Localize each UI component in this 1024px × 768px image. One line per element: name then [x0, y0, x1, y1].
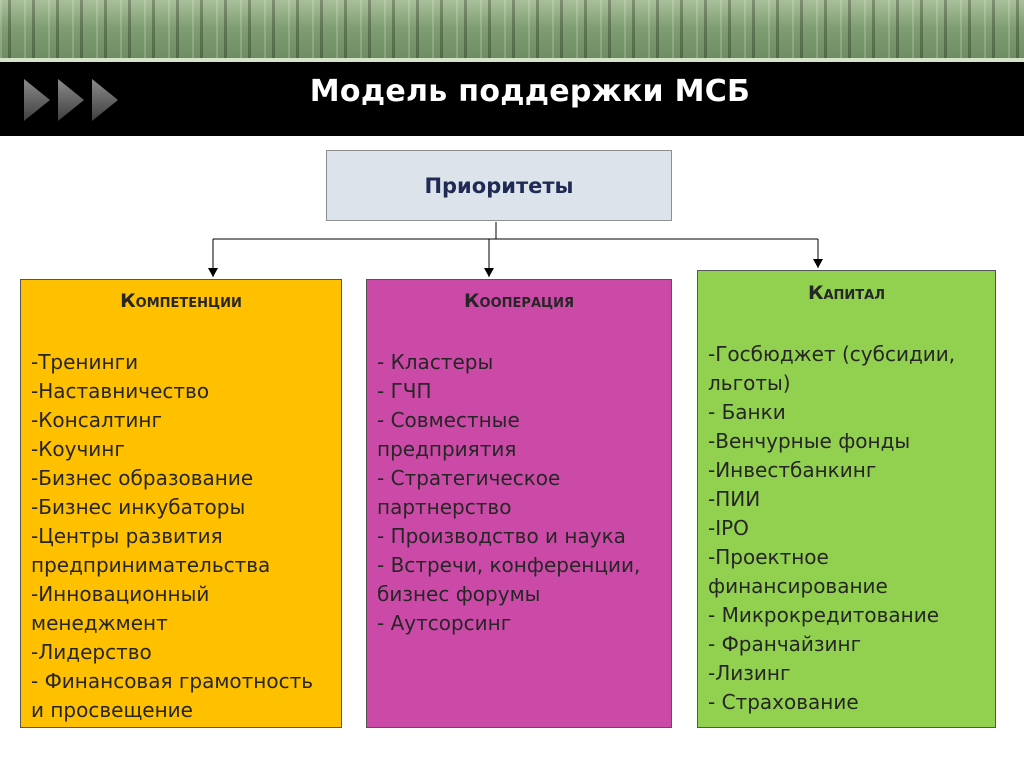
list-item: - Аутсорсинг — [377, 611, 512, 635]
arrow-head-competencies — [208, 268, 218, 277]
list-item: - Производство и наука — [377, 524, 626, 548]
column-competencies: Компетенции -Тренинги -Наставничество -Кон… — [20, 279, 342, 728]
arrow-head-capital — [813, 259, 823, 268]
root-node: Приоритеты — [326, 150, 672, 221]
header-bar — [0, 62, 1024, 136]
list-item: -Тренинги — [31, 350, 139, 374]
list-item: - ГЧП — [377, 379, 432, 403]
list-item: -ПИИ — [708, 487, 761, 511]
list-item: -Консалтинг — [31, 408, 162, 432]
list-item: - Совместные предприятия — [377, 408, 520, 461]
column-cooperation: Кооперация - Кластеры - ГЧП - Совместные п… — [366, 279, 672, 728]
list-item: -Наставничество — [31, 379, 210, 403]
column-list-capital: -Госбюджет (субсидии, льготы) - Банки -Вен… — [708, 340, 985, 717]
root-node-label: Приоритеты — [424, 173, 574, 198]
column-capital: Капитал -Госбюджет (субсидии, льготы) - Б… — [697, 270, 996, 728]
list-item: -Инвестбанкинг — [708, 458, 877, 482]
column-list-competencies: -Тренинги -Наставничество -Консалтинг -Коуч… — [31, 348, 331, 725]
decorative-top-strip-line — [0, 58, 1024, 62]
list-item: -IPO — [708, 516, 749, 540]
list-item: -Госбюджет (субсидии, льготы) — [708, 342, 956, 395]
list-item: - Встречи, конференции, бизнес форумы — [377, 553, 641, 606]
list-item: -Венчурные фонды — [708, 429, 911, 453]
list-item: -Бизнес инкубаторы — [31, 495, 246, 519]
list-item: -Лидерство — [31, 640, 152, 664]
list-item: - Страхование — [708, 690, 859, 714]
list-item: - Стратегическое партнерство — [377, 466, 561, 519]
column-title-competencies: Компетенции — [120, 290, 242, 312]
list-item: -Коучинг — [31, 437, 125, 461]
list-item: -Проектное финансирование — [708, 545, 888, 598]
column-list-cooperation: - Кластеры- ГЧП- Совместные предприятия-… — [377, 348, 661, 638]
list-item: - Кластеры — [377, 350, 494, 374]
list-item: -Бизнес образование — [31, 466, 254, 490]
arrow-head-cooperation — [484, 268, 494, 277]
triple-chevron-right-icon — [24, 79, 118, 121]
column-title-cooperation: Кооперация — [464, 290, 574, 312]
list-item: -Инновационный менеджмент — [31, 582, 210, 635]
list-item: - Микрокредитование — [708, 603, 940, 627]
list-item: -Лизинг — [708, 661, 791, 685]
column-title-capital: Капитал — [807, 282, 886, 304]
list-item: - Банки — [708, 400, 786, 424]
list-item: - Франчайзинг — [708, 632, 862, 656]
list-item: - Финансовая грамотность и просвещение — [31, 669, 314, 722]
list-item: -Центры развития предпринимательства — [31, 524, 271, 577]
page-title: Модель поддержки МСБ — [309, 74, 751, 109]
decorative-top-strip — [0, 0, 1024, 62]
